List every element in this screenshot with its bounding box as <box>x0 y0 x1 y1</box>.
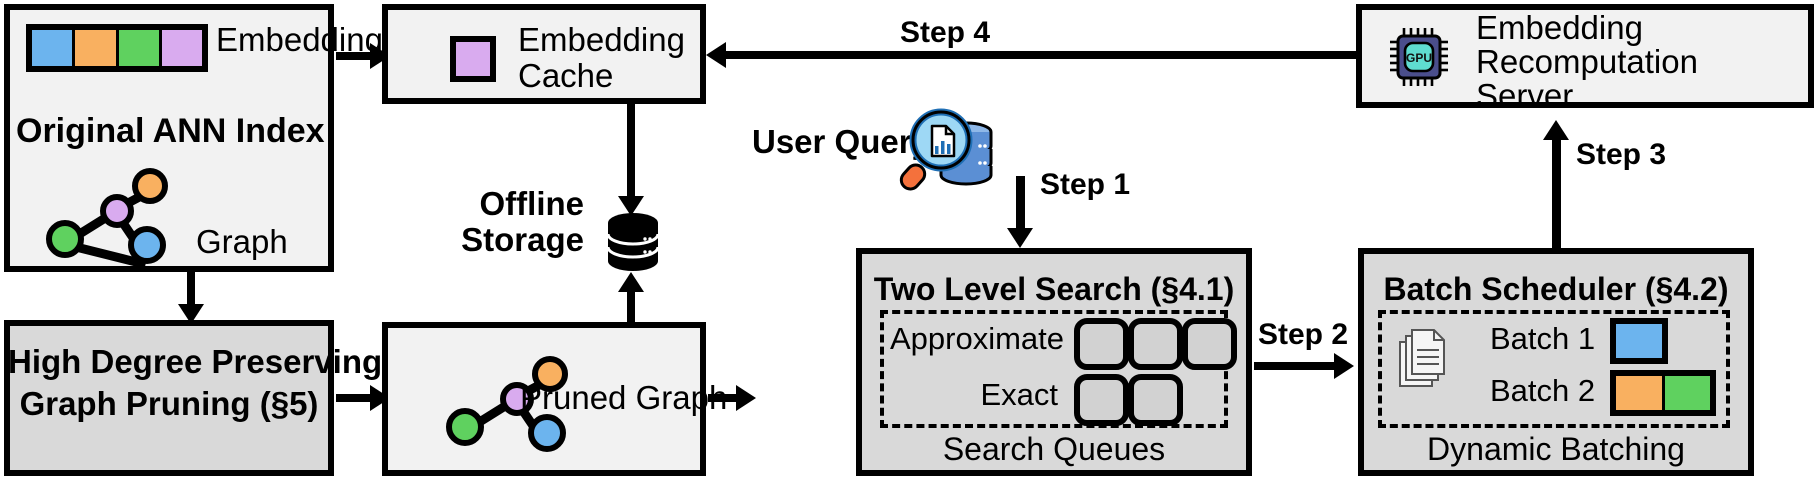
dynamic-batching-caption: Dynamic Batching <box>1427 431 1685 467</box>
arrow-step3-shaft <box>1552 136 1561 248</box>
queue-slot <box>1074 374 1129 426</box>
batch-2-label: Batch 2 <box>1490 373 1596 408</box>
graph-node-purple <box>100 194 134 228</box>
magnifier-document-icon <box>896 108 978 192</box>
batch-2-chips <box>1610 370 1716 416</box>
batch-chip <box>1616 376 1665 410</box>
arrow-step4-shaft <box>726 51 1356 59</box>
recomputation-server-line2: Recomputation <box>1476 43 1698 80</box>
arrow-step1-shaft <box>1016 176 1025 236</box>
batch-1-label: Batch 1 <box>1490 321 1596 356</box>
embedding-cell <box>32 30 76 66</box>
embedding-label: Embedding <box>216 21 383 58</box>
arrow-cache-to-storage-shaft <box>627 104 635 204</box>
embedding-cache-label-line1: Embedding <box>518 21 685 58</box>
embedding-strip-icon <box>26 24 208 72</box>
arrow-step1-head <box>1007 228 1033 248</box>
original-graph-widget <box>40 168 170 269</box>
arrow-pruned-to-storage-shaft <box>627 288 635 328</box>
pruned-graph-label: Pruned Graph <box>520 379 728 416</box>
graph-pruning-box <box>4 320 334 476</box>
arrow-index-to-cache-shaft <box>336 52 374 60</box>
step-2-label: Step 2 <box>1258 318 1349 351</box>
embedding-cell <box>75 30 119 66</box>
svg-text:GPU: GPU <box>1406 51 1432 65</box>
arrow-pruned-to-storage-head <box>618 272 644 292</box>
queue-slot <box>1074 318 1129 370</box>
graph-node-green <box>446 408 484 446</box>
embedding-cell <box>118 30 162 66</box>
arrow-step3-head <box>1543 120 1569 140</box>
original-ann-index-title: Original ANN Index <box>16 112 325 150</box>
recomputation-server-line1: Embedding <box>1476 9 1643 46</box>
graph-node-orange <box>132 168 168 204</box>
arrow-pruned-to-search-head <box>736 385 756 411</box>
batch-scheduler-title: Batch Scheduler (§4.2) <box>1383 271 1729 307</box>
batch-chip <box>1664 376 1710 410</box>
dynamic-batching-group <box>1378 310 1730 428</box>
queue-slot <box>1128 374 1183 426</box>
recomputation-server-line3: Server <box>1476 77 1574 114</box>
queue-slot <box>1182 318 1237 370</box>
documents-stack-icon <box>1396 328 1450 392</box>
arrow-pruned-to-search-shaft <box>708 394 740 402</box>
graph-node-purple <box>500 382 534 416</box>
embedding-cell <box>161 30 202 66</box>
arrow-step4-head <box>706 42 726 68</box>
approximate-queue-label: Approximate <box>890 321 1065 356</box>
arrow-step2-head <box>1334 353 1354 379</box>
offline-storage-label-line2: Storage <box>461 221 584 258</box>
arrow-pruning-to-pruned-shaft <box>336 394 374 402</box>
arrow-step2-shaft <box>1254 362 1338 370</box>
embedding-cache-box <box>382 4 706 104</box>
step-4-label: Step 4 <box>900 16 991 49</box>
graph-pruning-label-line1: High Degree Preserving <box>8 343 383 380</box>
arrow-index-to-pruning-shaft <box>187 272 195 308</box>
embedding-cache-swatch-icon <box>450 36 496 82</box>
graph-node-blue <box>528 414 566 452</box>
graph-node-orange <box>532 356 568 392</box>
step-1-label: Step 1 <box>1040 168 1131 201</box>
gpu-chip-icon: GPU <box>1388 26 1450 88</box>
arrow-cache-to-storage-head <box>618 196 644 216</box>
step-3-label: Step 3 <box>1576 138 1667 171</box>
queue-slot <box>1128 318 1183 370</box>
approximate-queue-slots <box>1074 318 1237 370</box>
search-queues-caption: Search Queues <box>942 431 1166 467</box>
exact-queue-slots <box>1074 374 1183 426</box>
graph-pruning-label-line2: Graph Pruning (§5) <box>19 385 319 422</box>
embedding-cache-label-line2: Cache <box>518 57 614 94</box>
offline-storage-label-line1: Offline <box>479 185 585 222</box>
batch-1-chips <box>1610 318 1668 364</box>
exact-queue-label: Exact <box>980 377 1058 412</box>
database-cylinder-icon <box>605 212 661 276</box>
two-level-search-title: Two Level Search (§4.1) <box>873 271 1235 307</box>
graph-node-blue <box>128 226 166 264</box>
pruned-graph-widget <box>440 356 570 452</box>
graph-label: Graph <box>196 223 288 260</box>
graph-node-green <box>46 220 84 258</box>
arrow-index-to-pruning-head <box>178 304 204 324</box>
batch-chip <box>1616 324 1662 358</box>
